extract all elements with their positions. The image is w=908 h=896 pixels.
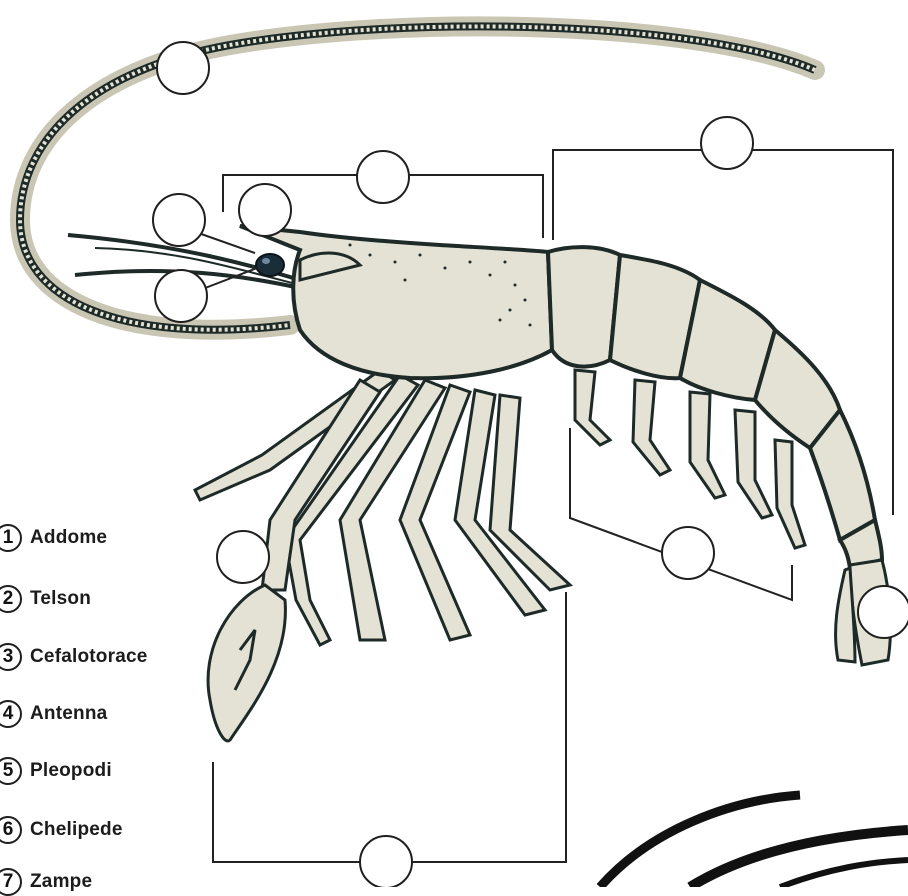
legend-number: 4 (0, 700, 22, 728)
label-circle-cephalothorax (357, 151, 409, 203)
label-circle-abdomen (701, 117, 753, 169)
legend-item-1: 1 Addome (0, 524, 107, 552)
eye (256, 254, 284, 276)
legend-number: 3 (0, 643, 22, 671)
legend-number: 7 (0, 868, 22, 896)
legend-item-4: 4 Antenna (0, 700, 107, 728)
legend-item-7: 7 Zampe (0, 868, 92, 896)
legend-item-2: 2 Telson (0, 585, 91, 613)
cephalothorax (240, 226, 552, 378)
legend: 1 Addome 2 Telson 3 Cefalotorace 4 Anten… (0, 0, 240, 887)
legend-label: Cefalotorace (30, 646, 148, 668)
legend-number: 2 (0, 585, 22, 613)
legend-item-5: 5 Pleopodi (0, 757, 112, 785)
label-circle-rostrum (239, 184, 291, 236)
legend-label: Addome (30, 527, 107, 549)
legend-label: Pleopodi (30, 760, 112, 782)
abdomen (548, 247, 882, 568)
label-circle-telson (858, 586, 908, 638)
legend-number: 5 (0, 757, 22, 785)
legend-item-3: 3 Cefalotorace (0, 643, 148, 671)
legend-number: 1 (0, 524, 22, 552)
label-circle-legs (360, 836, 412, 887)
decorative-swoosh (600, 795, 908, 887)
legend-label: Chelipede (30, 819, 123, 841)
legend-number: 6 (0, 816, 22, 844)
legend-label: Telson (30, 588, 91, 610)
legend-label: Zampe (30, 871, 92, 893)
legend-label: Antenna (30, 703, 107, 725)
legend-item-6: 6 Chelipede (0, 816, 123, 844)
label-circle-pleopods (662, 527, 714, 579)
